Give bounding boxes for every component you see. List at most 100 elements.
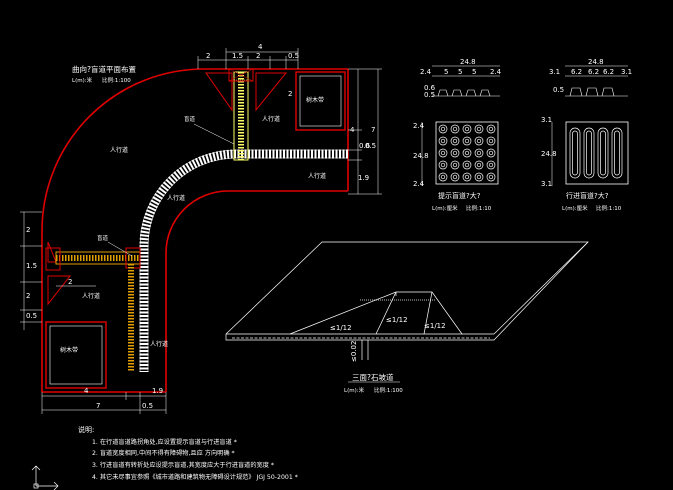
ramp-scale: 比例:1:100	[374, 386, 403, 394]
label-sidewalk-1: 人行道	[110, 146, 128, 154]
tw-dot	[486, 160, 496, 170]
notes: 说明: 1. 在行道盲道路拐角处,应设置提示盲道与行进盲道 * 2. 盲道宽度相…	[78, 425, 298, 481]
tg-side-0: 3.1	[541, 116, 552, 124]
dim-top-4: 2	[256, 52, 260, 60]
tw-dot-inner	[452, 126, 458, 132]
tw-title: 提示盲道?大?	[438, 191, 481, 200]
tw-dot	[450, 160, 460, 170]
tw-dot	[438, 172, 448, 182]
dim-right-4: 0.5	[365, 142, 376, 150]
ramp-slope-2: ≤1/12	[386, 316, 408, 324]
tw-dot	[486, 148, 496, 158]
tw-dot	[438, 160, 448, 170]
label-planter-2: 树木带	[60, 346, 78, 354]
tw-dot-inner	[476, 150, 482, 156]
note-1: 1. 在行道盲道路拐角处,应设置提示盲道与行进盲道 *	[92, 438, 237, 446]
tw-dot-inner	[452, 138, 458, 144]
tw-dot	[438, 136, 448, 146]
tg-dim-top: 24.8	[588, 58, 604, 66]
tw-dot	[462, 172, 472, 182]
tw-dot	[474, 136, 484, 146]
tile-warning: 24.8 2.4 5 5 5 2.4 0.6 0.5 2.4 24.8 2.4 …	[413, 58, 502, 212]
dim-top-5: 0.5	[288, 52, 299, 60]
dim-right-3: 0.6	[359, 142, 371, 150]
dim-left-1: 2	[26, 226, 30, 234]
tw-dot-inner	[488, 174, 494, 180]
tw-dot	[474, 172, 484, 182]
dim-top-1: 4	[258, 43, 263, 51]
tg-side-2: 3.1	[541, 180, 552, 188]
plan-view: 曲向?盲道平面布置 L(m):米 比例:1:100 人行道 人行道 人行道 人行…	[20, 43, 382, 414]
tw-dots	[438, 124, 496, 182]
tw-dot	[474, 124, 484, 134]
tg-side-1: 24.8	[541, 150, 557, 158]
inner-curb-line	[165, 190, 348, 392]
tw-dot-inner	[488, 126, 494, 132]
tg-sub-3: 6.2	[603, 68, 614, 76]
tg-sub-2: 6.2	[588, 68, 599, 76]
tw-side-0: 2.4	[413, 122, 425, 130]
dims-top	[197, 48, 299, 69]
tg-bars	[569, 127, 623, 179]
planter-top-right	[295, 71, 346, 131]
tw-dot-inner	[464, 162, 470, 168]
notes-heading: 说明:	[78, 425, 94, 434]
label-sidewalk-5: 人行道	[82, 292, 100, 300]
dim-top-3: 1.5	[232, 52, 243, 60]
tw-dot-inner	[464, 138, 470, 144]
tg-scale: 比例:1:10	[596, 204, 622, 212]
tg-unit: L(m):厘米	[562, 204, 588, 212]
tw-dot-inner	[476, 162, 482, 168]
tw-dot-inner	[488, 138, 494, 144]
label-sidewalk-2: 人行道	[167, 194, 185, 202]
tw-sub-2: 5	[458, 68, 462, 76]
tw-dot	[462, 148, 472, 158]
dim-small: 2	[68, 278, 72, 286]
tg-sub-0: 3.1	[549, 68, 560, 76]
dims-left	[20, 211, 42, 330]
plan-title: 曲向?盲道平面布置	[72, 64, 136, 74]
tw-dot	[462, 124, 472, 134]
outer-curb-line	[41, 68, 238, 392]
ramp-dim: ≤0.02	[350, 341, 358, 362]
tw-dot-inner	[476, 138, 482, 144]
tg-sub-4: 3.1	[621, 68, 632, 76]
tw-tile	[435, 121, 499, 185]
tw-dot-inner	[488, 150, 494, 156]
tw-dot	[474, 148, 484, 158]
tw-dot	[450, 136, 460, 146]
ucs-axis-icon	[31, 465, 59, 490]
label-sidewalk-4: 人行道	[308, 172, 326, 180]
tw-side-2: 2.4	[413, 180, 425, 188]
planter-bottom-left	[45, 321, 107, 389]
tw-dim-h0: 0.6	[424, 84, 436, 92]
tg-dim-h0: 0.5	[553, 86, 564, 94]
tw-dot-inner	[440, 126, 446, 132]
tw-sub-4: 2.4	[490, 68, 502, 76]
tw-dot	[450, 148, 460, 158]
tw-dot-inner	[476, 174, 482, 180]
dim-bottom-4: 0.5	[142, 402, 153, 410]
tw-dot-inner	[440, 174, 446, 180]
tw-dot	[486, 136, 496, 146]
dim-bottom-3: 7	[96, 402, 100, 410]
tw-dim-top: 24.8	[460, 58, 476, 66]
label-sidewalk-6: 人行道	[150, 340, 168, 348]
tw-dot	[450, 124, 460, 134]
dim-bottom-1: 4	[84, 387, 89, 395]
tw-scale: 比例:1:10	[466, 204, 492, 212]
guide-path-curve	[139, 149, 348, 372]
dim-right-6: 1.9	[358, 174, 369, 182]
dims-bottom	[41, 392, 167, 414]
tw-dot	[438, 148, 448, 158]
ramp-unit: L(m):米	[344, 386, 365, 394]
tw-dot	[462, 160, 472, 170]
ramp-title: 三面?石坡道	[352, 372, 394, 382]
tw-dot	[486, 124, 496, 134]
tw-dot	[450, 172, 460, 182]
label-blind-2: 盲道	[97, 234, 109, 242]
label-blind-1: 盲道	[184, 115, 196, 123]
tw-unit: L(m):厘米	[432, 204, 458, 212]
tw-dim-h1: 0.5	[424, 91, 435, 99]
tw-dot	[462, 136, 472, 146]
